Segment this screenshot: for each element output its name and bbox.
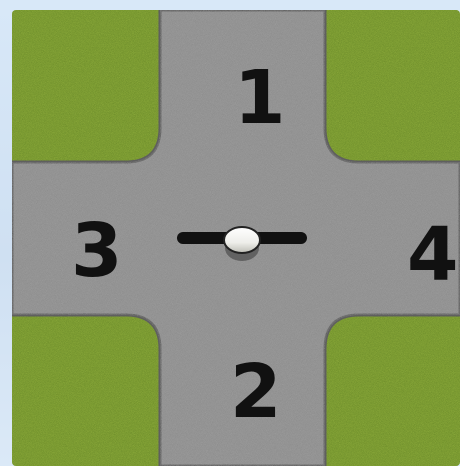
road-label-south[interactable]: 2 [230,355,282,429]
road-label-north[interactable]: 1 [234,61,286,135]
intersection-scene: 1 2 3 4 [12,10,460,466]
road-label-east[interactable]: 4 [407,218,459,292]
road-label-west[interactable]: 3 [71,214,123,288]
